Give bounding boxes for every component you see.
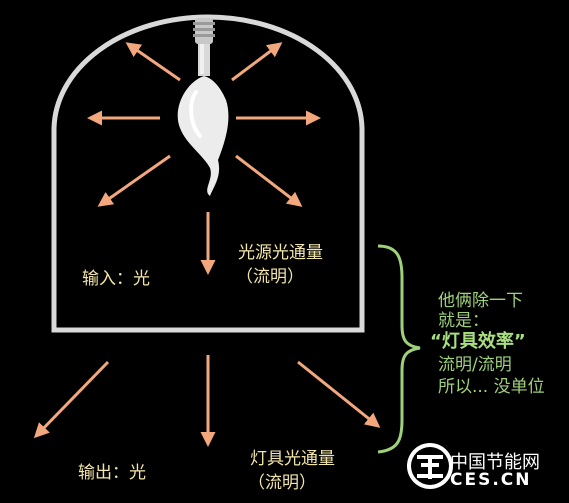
- source-flux-unit: （流明）: [236, 267, 304, 287]
- outer-arrows: [33, 355, 381, 447]
- input-label: 输入：光: [82, 269, 150, 289]
- arrow-down-left: [97, 154, 171, 207]
- ces-logo-icon: [407, 443, 453, 489]
- arrow-down-right: [235, 154, 303, 207]
- candle-bulb-icon: [177, 18, 229, 196]
- arrow-up-left: [125, 42, 181, 82]
- curly-brace: [377, 244, 421, 454]
- note-line-5: 所以... 没单位: [438, 377, 545, 397]
- outer-arrow-left: [33, 360, 110, 439]
- fixture-flux-label: 灯具光通量: [250, 449, 335, 469]
- outer-arrow-right: [297, 360, 381, 428]
- output-label: 输出：光: [78, 463, 146, 483]
- inner-arrows: [87, 42, 321, 275]
- note-line-2: 就是：: [438, 311, 489, 331]
- source-flux-label: 光源光通量: [238, 243, 323, 263]
- arrow-up-right: [231, 42, 283, 82]
- fixture-flux-unit: （流明）: [248, 473, 316, 493]
- note-line-1: 他俩除一下: [438, 291, 523, 311]
- note-efficiency-title: “灯具效率”: [430, 331, 526, 352]
- note-line-4: 流明/流明: [438, 355, 512, 375]
- logo-domain: CES.CN: [450, 470, 532, 490]
- logo-title: 中国节能网: [450, 452, 540, 473]
- lamp-housing-frame: [51, 14, 365, 333]
